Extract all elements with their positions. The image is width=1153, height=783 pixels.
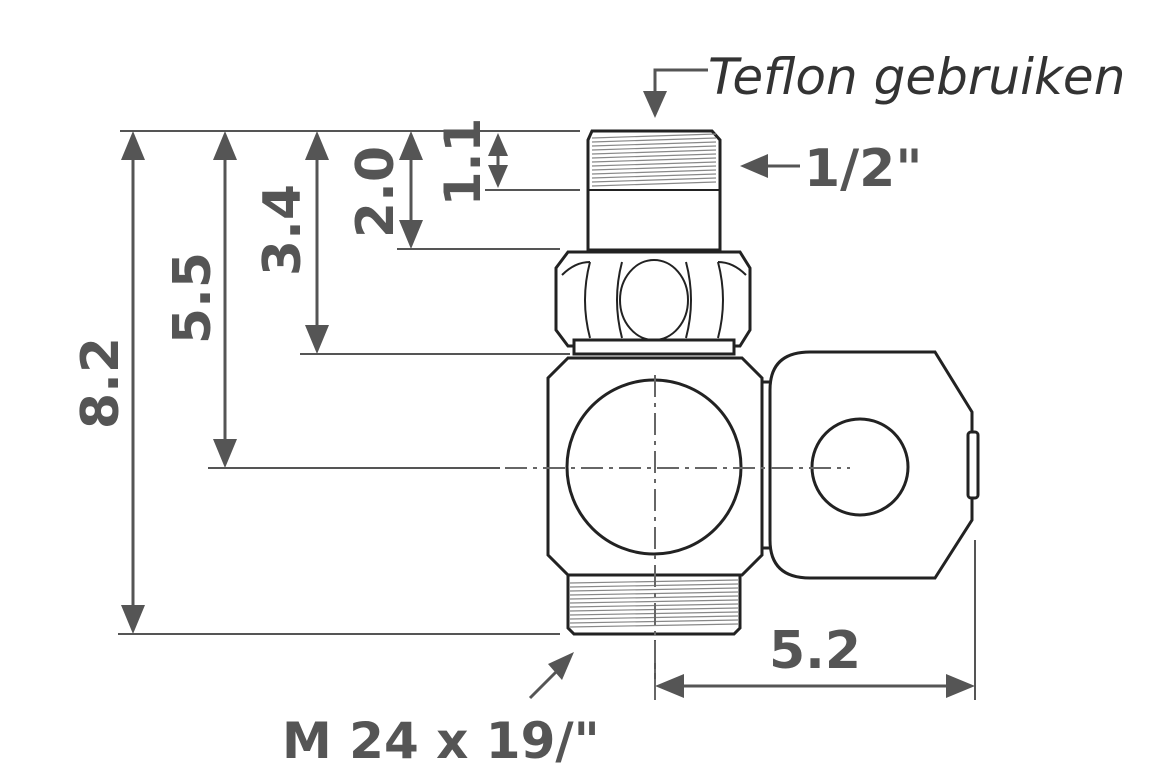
dim-thread-length: 1.1 — [434, 118, 508, 207]
dim-side-offset: 5.2 — [655, 621, 975, 698]
dim-total-height: 8.2 — [71, 131, 145, 634]
thread-top-label: 1/2" — [804, 139, 922, 199]
hex-nut — [554, 250, 752, 356]
thread-bottom-label: M 24 x 19/" — [282, 712, 600, 770]
dim-to-center: 5.5 — [163, 131, 237, 468]
dim-label-to-body-top: 2.0 — [346, 146, 406, 238]
dim-to-nut: 3.4 — [253, 131, 329, 354]
dim-to-body-top: 2.0 — [346, 131, 423, 249]
dim-label-total-height: 8.2 — [71, 337, 131, 429]
main-body — [546, 356, 764, 577]
dim-label-thread-length: 1.1 — [434, 118, 492, 207]
extension-lines — [118, 130, 976, 700]
dim-label-to-nut: 3.4 — [253, 184, 313, 276]
top-threaded-stem — [586, 129, 722, 252]
side-swivel-head — [768, 350, 980, 580]
dim-label-to-center: 5.5 — [163, 252, 223, 344]
center-lines — [505, 375, 850, 700]
teflon-leader: Teflon gebruiken — [643, 48, 1125, 118]
thread-bottom-leader: M 24 x 19/" — [282, 652, 600, 770]
teflon-note: Teflon gebruiken — [708, 48, 1125, 106]
top-thread-lines — [591, 133, 717, 187]
dim-label-side-offset: 5.2 — [769, 621, 861, 681]
thread-top-leader: 1/2" — [740, 139, 922, 199]
